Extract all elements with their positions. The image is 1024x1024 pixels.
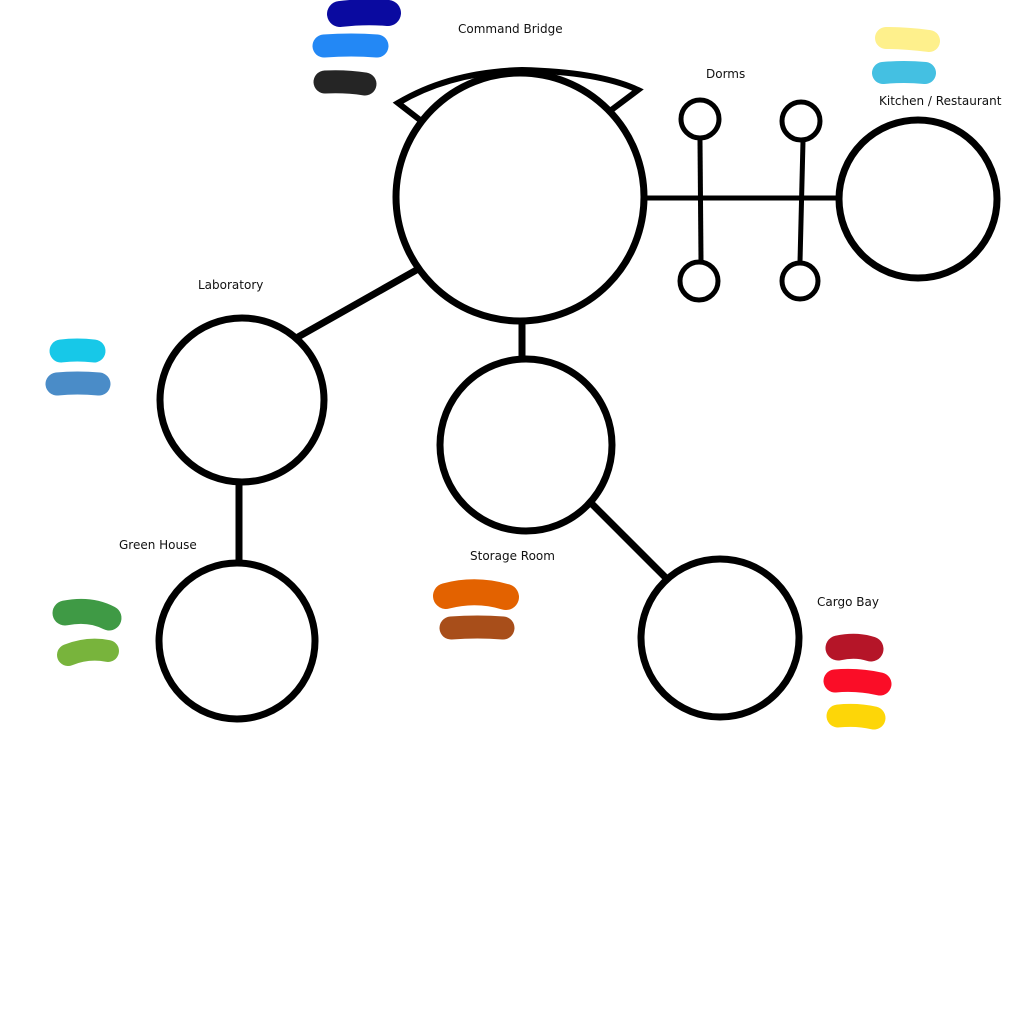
laboratory-swatch-2 (45, 371, 111, 396)
cargo-bay-room (637, 555, 803, 721)
cargo-bay-swatch-3 (826, 703, 886, 730)
greenhouse-label: Green House (119, 538, 197, 552)
connectors (235, 139, 840, 580)
dorms-label: Dorms (706, 67, 745, 81)
dorm-pod-bottom-right (779, 260, 821, 302)
labels: Command Bridge Dorms Kitchen / Restauran… (119, 22, 1002, 609)
bridge-to-laboratory-link (296, 264, 422, 341)
dorm-pod-bottom-left (677, 259, 721, 303)
dorm-pod-top-left (678, 97, 722, 141)
kitchen-room (835, 116, 1001, 282)
laboratory-swatch-1 (49, 338, 106, 363)
command-bridge-swatch-2 (312, 33, 389, 58)
palette-swatches (45, 0, 940, 730)
cargo-bay-swatch-1 (825, 633, 884, 662)
kitchen-swatch-2 (872, 61, 936, 84)
storage-to-cargo-link (589, 501, 668, 580)
storage-room-label: Storage Room (470, 549, 555, 563)
laboratory-room (156, 314, 328, 486)
storage-room (436, 355, 616, 535)
cargo-bay-swatch-2 (823, 668, 892, 696)
command-bridge-swatch-3 (313, 70, 377, 96)
cargo-bay-label: Cargo Bay (817, 595, 879, 609)
dorm-corridor-left (697, 139, 704, 261)
dorm-pod-top-right (779, 99, 823, 143)
storage-swatch-1 (433, 579, 519, 610)
storage-swatch-2 (439, 615, 515, 640)
command-bridge-swatch-1 (327, 0, 401, 27)
command-bridge-room (392, 69, 648, 325)
kitchen-swatch-1 (875, 27, 940, 52)
laboratory-label: Laboratory (198, 278, 263, 292)
dorm-corridor-right (797, 140, 806, 263)
greenhouse-swatch-2 (57, 638, 119, 666)
kitchen-label: Kitchen / Restaurant (879, 94, 1002, 108)
greenhouse-room (155, 559, 319, 723)
command-bridge-label: Command Bridge (458, 22, 563, 36)
rooms (155, 69, 1001, 723)
greenhouse-swatch-1 (52, 598, 122, 631)
